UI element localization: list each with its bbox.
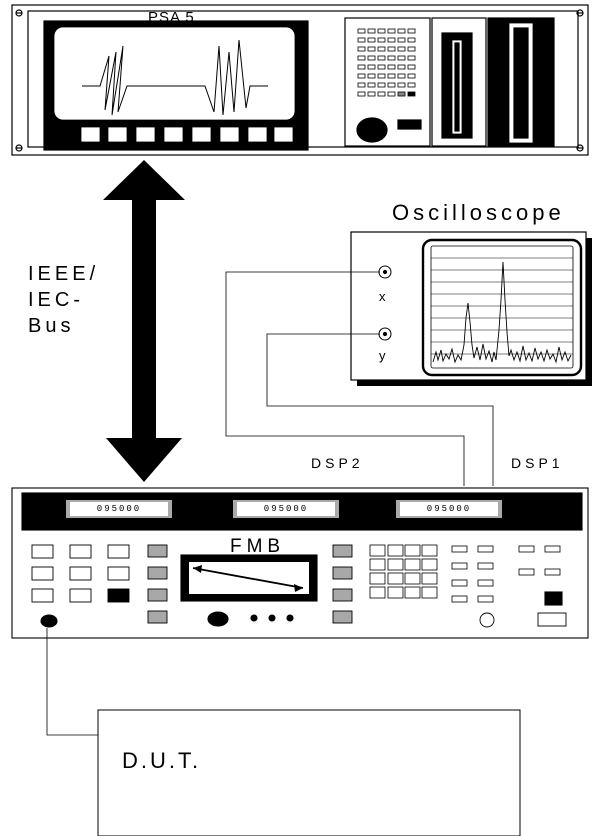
fmb-display-2-readout: 095000 [263, 504, 309, 514]
psa5-knob[interactable] [356, 117, 388, 143]
oscilloscope-spectrum [432, 261, 572, 364]
input-x-label: x [379, 289, 386, 304]
key[interactable] [107, 588, 130, 603]
psa5-keypad [357, 28, 416, 97]
softkey[interactable] [164, 127, 183, 142]
key[interactable] [31, 566, 54, 581]
psa5-keypad-section [344, 17, 431, 147]
key[interactable] [69, 588, 92, 603]
cable-fmb-to-dut [46, 628, 98, 736]
oscilloscope [350, 231, 592, 386]
key[interactable] [107, 566, 130, 581]
cables [46, 271, 494, 736]
key[interactable] [69, 544, 92, 559]
rack-screws [15, 9, 584, 152]
bus-label-line-2: IEC- [28, 289, 84, 311]
psa5-drive-section [431, 17, 487, 147]
key[interactable] [69, 566, 92, 581]
dsp2-label: DSP2 [311, 455, 364, 471]
dut-box [97, 709, 521, 836]
psa5-waveform [82, 39, 268, 116]
fmb-display-1-readout: 095000 [96, 504, 142, 514]
key[interactable] [332, 544, 353, 558]
key[interactable] [107, 544, 130, 559]
fmb-led [286, 614, 294, 622]
key[interactable] [147, 610, 168, 624]
key[interactable] [332, 610, 353, 624]
fmb-left-keys [31, 544, 130, 603]
key[interactable] [147, 588, 168, 602]
fmb-connector [40, 614, 58, 628]
fmb-gray-keys-right [332, 544, 353, 624]
softkey[interactable] [81, 127, 100, 142]
input-y-label: y [379, 348, 386, 363]
cable-dsp2-to-x [225, 271, 465, 486]
key[interactable] [332, 588, 353, 602]
psa5-analyzer [11, 4, 589, 156]
fmb-small-keys [451, 545, 561, 603]
fmb-key-black[interactable] [544, 591, 563, 606]
bus-label-line-3: Bus [28, 315, 75, 337]
softkey[interactable] [248, 127, 267, 142]
psa5-title: PSA 5 [148, 9, 195, 26]
fmb-unit [11, 487, 589, 639]
key[interactable] [31, 544, 54, 559]
fmb-frame [11, 487, 589, 639]
key[interactable] [147, 566, 168, 580]
oscilloscope-title: Oscilloscope [392, 200, 565, 225]
key[interactable] [147, 544, 168, 558]
softkey[interactable] [108, 127, 127, 142]
cable-dsp1-to-y [266, 333, 494, 486]
bus-label-line-1: IEEE/ [28, 263, 100, 285]
fmb-knob[interactable] [207, 611, 229, 627]
dsp1-label: DSP1 [511, 455, 564, 471]
key[interactable] [31, 588, 54, 603]
fmb-meter-needle [192, 567, 304, 589]
fmb-led [268, 614, 276, 622]
fmb-display-3-readout: 095000 [426, 504, 472, 514]
softkey[interactable] [136, 127, 155, 142]
fmb-led [250, 614, 258, 622]
psa5-softkeys [81, 127, 293, 142]
fmb-round-button[interactable] [479, 612, 495, 628]
oscilloscope-screen-frame [421, 238, 583, 377]
psa5-key-black[interactable] [397, 119, 422, 130]
fmb-numeric-keys [369, 544, 438, 599]
psa5-screen [54, 27, 295, 120]
dut-label: D.U.T. [122, 748, 202, 773]
fmb-gray-keys-left [147, 544, 168, 624]
key[interactable] [332, 566, 353, 580]
softkey[interactable] [220, 127, 239, 142]
fmb-title: FMB [230, 536, 286, 557]
softkey[interactable] [192, 127, 211, 142]
oscilloscope-screen [430, 245, 574, 369]
psa5-frame [11, 4, 589, 156]
softkey[interactable] [274, 127, 293, 142]
fmb-key-wide[interactable] [537, 612, 567, 627]
ieee-bus-arrow [103, 160, 185, 482]
